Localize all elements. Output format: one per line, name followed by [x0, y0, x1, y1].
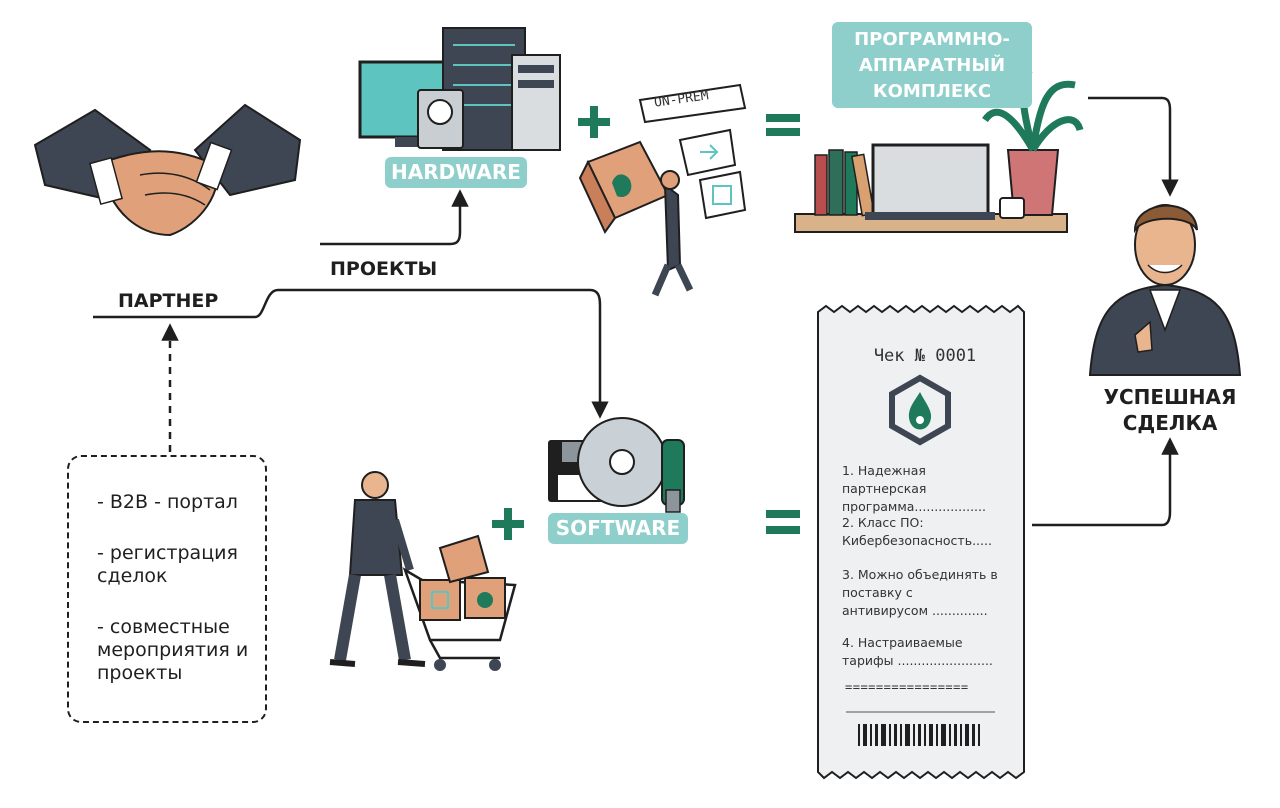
- success-line-2: СДЕЛКА: [1122, 411, 1218, 435]
- benefit-item: - регистрация сделок: [97, 542, 238, 587]
- complex-line-1: ПРОГРАММНО-: [854, 29, 1010, 50]
- software-hardware-complex-badge: ПРОГРАММНО- АППАРАТНЫЙ КОМПЛЕКС: [832, 22, 1032, 108]
- partner-label: ПАРТНЕР: [118, 290, 219, 312]
- successful-man-illustration: [1088, 204, 1242, 376]
- hardware-illustration: [358, 27, 561, 151]
- receipt-title: Чек № 0001: [873, 346, 977, 366]
- hardware-pill: HARDWARE: [385, 157, 527, 188]
- plus-sign-bottom: [492, 508, 524, 540]
- plus-sign-top: [578, 106, 610, 138]
- software-illustration: [548, 417, 685, 513]
- receipt-item: 4. Настраиваемые тарифы ................…: [842, 635, 993, 668]
- benefit-item: - совместные мероприятия и проекты: [97, 616, 249, 684]
- company-logo: [889, 374, 951, 446]
- barcode: [858, 724, 980, 746]
- software-pill: SOFTWARE: [548, 513, 688, 544]
- workspace-illustration: [794, 67, 1084, 233]
- complex-line-2: АППАРАТНЫЙ: [858, 55, 1006, 76]
- receipt-item: 3. Можно объединять в поставку с антивир…: [842, 567, 998, 618]
- cart-man-illustration: [329, 471, 517, 671]
- receipt-separator: ================: [845, 680, 969, 694]
- successful-deal-label: УСПЕШНАЯ СДЕЛКА: [1100, 384, 1240, 436]
- on-prem-box-illustration: [578, 83, 747, 297]
- partner-benefits-box: - B2B - портал - регистрация сделок - со…: [67, 455, 267, 723]
- projects-to-hardware-arrow: [320, 189, 469, 246]
- complex-line-3: КОМПЛЕКС: [872, 81, 992, 102]
- equals-sign-top: [766, 114, 800, 136]
- benefit-item: - B2B - портал: [97, 491, 238, 513]
- receipt-item: 2. Класс ПО: Кибербезопасность.....: [842, 515, 992, 548]
- success-line-1: УСПЕШНАЯ: [1103, 385, 1237, 409]
- equals-sign-bottom: [766, 510, 800, 534]
- partner-baseline: [93, 288, 609, 419]
- receipt-to-success-arrow: [1032, 437, 1179, 527]
- receipt-item: 1. Надежная партнерская программа.......…: [842, 463, 986, 514]
- projects-label: ПРОЕКТЫ: [330, 258, 438, 280]
- complex-to-success-arrow: [1088, 96, 1179, 197]
- receipt: [817, 304, 1025, 780]
- handshake-illustration: [33, 103, 302, 237]
